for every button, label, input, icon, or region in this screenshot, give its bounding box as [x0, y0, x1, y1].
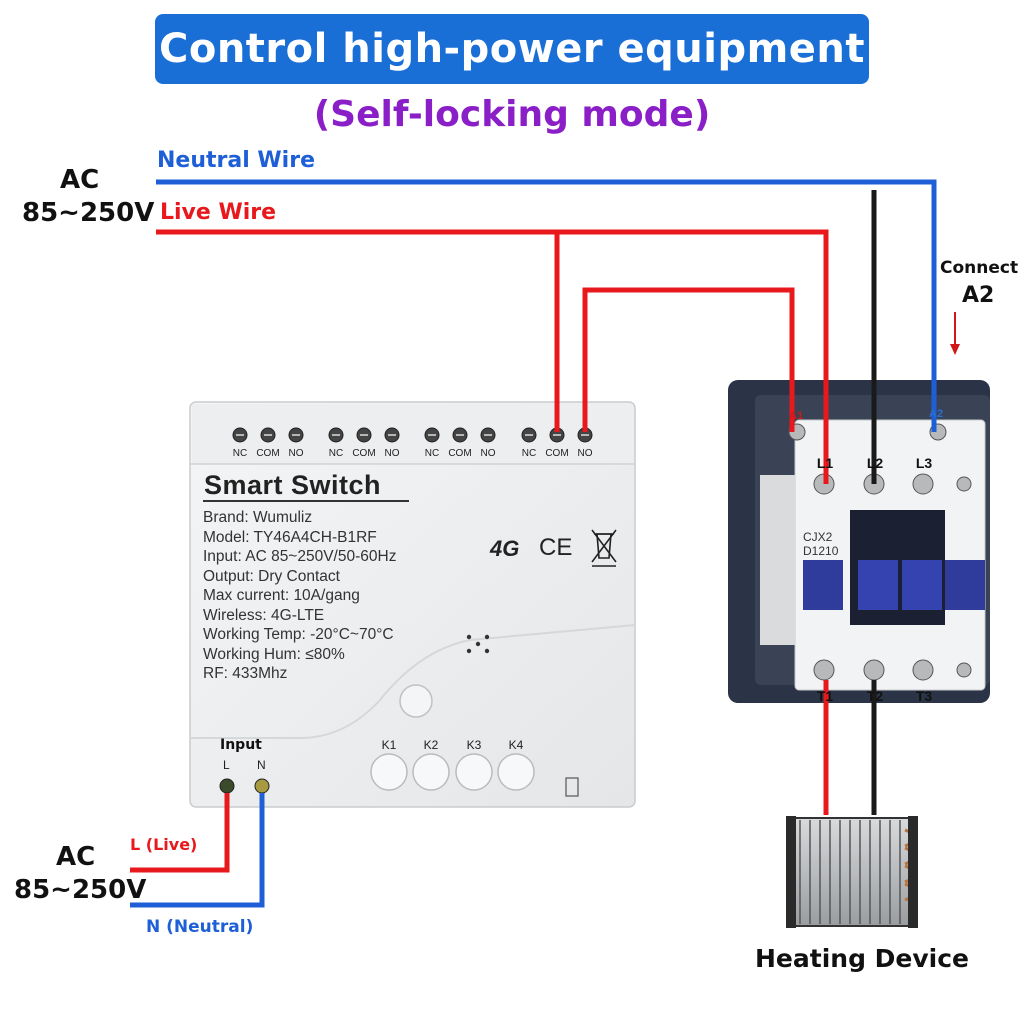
contactor-model-line2: D1210 — [803, 544, 839, 558]
ac-top-voltage: 85~250V — [22, 198, 155, 228]
spec-line: Input: AC 85~250V/50-60Hz — [203, 548, 397, 565]
input-terminal-n — [254, 778, 270, 794]
terminal-label: NC — [328, 448, 344, 459]
connect-a2-target: A2 — [962, 283, 995, 308]
reset-icon — [565, 777, 579, 797]
k3-label: K3 — [466, 738, 482, 752]
neutral-wire-label: Neutral Wire — [157, 148, 315, 173]
speaker-grille — [466, 634, 490, 654]
t2-label: T2 — [866, 688, 884, 704]
spec-line: Wireless: 4G-LTE — [203, 606, 325, 624]
k4-label: K4 — [508, 738, 524, 752]
spec-list: Brand: Wumuliz Model: TY46A4CH-B1RF Inpu… — [203, 508, 396, 684]
k1-label: K1 — [381, 738, 397, 752]
input-l-label: L — [223, 758, 230, 772]
spec-line: Working Hum: ≤80% — [203, 645, 345, 663]
input-terminal-l — [219, 778, 235, 794]
t1-label: T1 — [816, 688, 834, 704]
cert-ce-mark: CE — [539, 534, 573, 561]
contactor-model-line1: CJX2 — [803, 530, 833, 544]
input-n-label: N — [257, 758, 266, 772]
heating-device-label: Heating Device — [755, 944, 970, 973]
heating-device-image — [786, 816, 918, 928]
k2-label: K2 — [423, 738, 439, 752]
output-terminal-screws — [232, 427, 593, 443]
a2-label: A2 — [929, 408, 944, 420]
spec-line: Brand: Wumuliz — [203, 509, 313, 526]
terminal-label: NC — [424, 448, 440, 459]
terminal-label: COM — [448, 448, 472, 459]
spec-line: Output: Dry Contact — [203, 567, 340, 585]
title-banner: Control high-power equipment — [155, 14, 869, 84]
terminal-label: NC — [232, 448, 248, 459]
subtitle: (Self-locking mode) — [313, 94, 711, 135]
ac-top-label: AC — [60, 165, 100, 195]
l2-label: L2 — [866, 455, 884, 471]
input-label: Input — [220, 737, 262, 753]
l3-label: L3 — [915, 455, 933, 471]
contactor — [728, 380, 990, 703]
terminal-label: NO — [384, 448, 400, 459]
terminal-label: NO — [288, 448, 304, 459]
device-name-underline — [203, 500, 409, 502]
terminal-label: COM — [545, 448, 569, 459]
ac-bottom-voltage: 85~250V — [14, 875, 147, 905]
n-neutral-label: N (Neutral) — [146, 917, 254, 937]
t3-label: T3 — [915, 688, 933, 704]
device-name: Smart Switch — [204, 470, 382, 500]
weee-bin-icon — [591, 529, 617, 567]
l-live-label: L (Live) — [130, 835, 198, 854]
terminal-label: NO — [577, 448, 593, 459]
connect-a2-label: Connect — [940, 258, 1019, 278]
k-buttons — [370, 753, 535, 791]
terminal-label: NO — [480, 448, 496, 459]
spec-line: Model: TY46A4CH-B1RF — [203, 528, 377, 546]
live-wire-label: Live Wire — [160, 200, 277, 225]
ac-bottom-label: AC — [56, 842, 96, 872]
a1-label: A1 — [789, 410, 804, 422]
l1-label: L1 — [816, 455, 834, 471]
spec-line: Working Temp: -20°C~70°C — [203, 626, 394, 643]
cert-4g-mark: 4G — [490, 536, 520, 561]
spec-line: RF: 433Mhz — [203, 665, 288, 682]
terminal-label: COM — [256, 448, 280, 459]
terminal-label: NC — [521, 448, 537, 459]
terminal-label: COM — [352, 448, 376, 459]
spec-line: Max current: 10A/gang — [203, 587, 360, 604]
center-button — [399, 684, 433, 718]
